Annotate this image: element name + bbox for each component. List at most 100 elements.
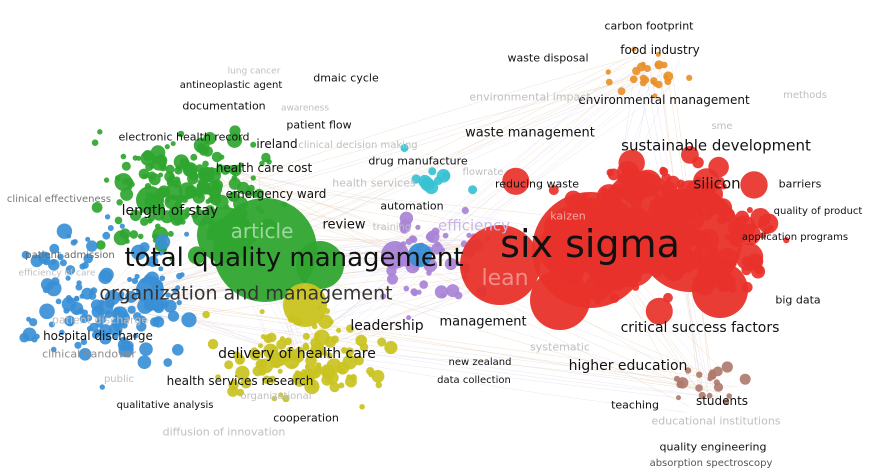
network-node-brown[interactable] <box>695 384 703 392</box>
network-node-yellow[interactable] <box>349 374 357 381</box>
network-node-green[interactable] <box>205 180 223 197</box>
network-node-blue[interactable] <box>42 258 50 266</box>
node-label-lean[interactable]: lean <box>481 266 529 291</box>
network-node-yellow[interactable] <box>368 372 374 378</box>
network-node-green[interactable] <box>140 217 149 226</box>
node-label-environmental-management[interactable]: environmental management <box>578 93 750 107</box>
network-node-blue[interactable] <box>134 273 140 280</box>
node-label-clinical-effectiveness[interactable]: clinical effectiveness <box>6 194 112 205</box>
network-node-yellow[interactable] <box>215 374 221 380</box>
network-node-brown[interactable] <box>721 361 733 373</box>
network-hub-node-blue[interactable] <box>136 276 164 304</box>
node-label-patient-discharge[interactable]: patient discharge <box>51 313 149 327</box>
network-node-orange[interactable] <box>641 76 650 84</box>
node-label-emergency-ward[interactable]: emergency ward <box>225 187 327 201</box>
network-node-blue[interactable] <box>155 234 171 250</box>
network-node-green[interactable] <box>199 167 215 183</box>
node-label-health-services[interactable]: health services <box>332 176 416 190</box>
network-node-yellow[interactable] <box>279 336 285 342</box>
network-node-green[interactable] <box>228 177 241 190</box>
node-label-reducing-waste[interactable]: reducing waste <box>494 177 580 191</box>
network-node-purple[interactable] <box>440 293 446 299</box>
network-node-red[interactable] <box>747 253 764 270</box>
network-node-blue[interactable] <box>49 243 60 254</box>
network-node-cyan[interactable] <box>420 177 435 192</box>
network-node-blue[interactable] <box>119 223 125 229</box>
network-node-yellow[interactable] <box>315 365 323 373</box>
network-node-blue[interactable] <box>159 275 166 282</box>
network-node-blue[interactable] <box>75 283 83 291</box>
network-hub-node-yellow[interactable] <box>283 283 327 327</box>
network-node-green[interactable] <box>167 230 174 237</box>
node-label-quality-of-product[interactable]: quality of product <box>773 206 863 217</box>
network-node-green[interactable] <box>174 166 183 175</box>
network-node-blue[interactable] <box>175 285 181 291</box>
network-node-orange[interactable] <box>640 61 646 67</box>
network-node-blue[interactable] <box>73 309 79 315</box>
network-node-yellow[interactable] <box>227 385 239 397</box>
network-node-yellow[interactable] <box>207 338 219 350</box>
network-node-blue[interactable] <box>79 314 89 324</box>
network-node-blue[interactable] <box>159 299 169 309</box>
node-label-students[interactable]: students <box>695 394 749 408</box>
network-node-yellow[interactable] <box>326 358 342 374</box>
network-node-red[interactable] <box>740 171 768 199</box>
network-node-blue[interactable] <box>39 303 55 320</box>
node-label-quality-engineering[interactable]: quality engineering <box>659 440 767 454</box>
network-node-blue[interactable] <box>81 287 94 300</box>
network-node-green[interactable] <box>173 154 189 170</box>
network-node-green[interactable] <box>177 130 185 138</box>
network-node-yellow[interactable] <box>304 363 311 370</box>
network-node-green[interactable] <box>247 184 255 192</box>
network-node-blue[interactable] <box>19 332 30 343</box>
network-node-cyan[interactable] <box>400 144 409 152</box>
network-node-green[interactable] <box>173 176 181 184</box>
network-node-yellow[interactable] <box>354 355 364 366</box>
node-label-electronic-health-record[interactable]: electronic health record <box>118 130 250 144</box>
network-node-blue[interactable] <box>147 256 159 267</box>
network-node-purple[interactable] <box>431 242 444 255</box>
network-node-green[interactable] <box>231 190 238 197</box>
network-node-yellow[interactable] <box>301 369 307 375</box>
network-node-yellow[interactable] <box>359 404 365 410</box>
network-node-green[interactable] <box>140 151 156 166</box>
network-node-yellow[interactable] <box>329 382 340 393</box>
network-node-green[interactable] <box>96 240 106 250</box>
network-node-purple[interactable] <box>419 280 429 289</box>
node-label-automation[interactable]: automation <box>380 199 444 213</box>
node-label-lung-cancer[interactable]: lung cancer <box>227 66 281 77</box>
network-node-green[interactable] <box>205 199 211 204</box>
network-node-blue[interactable] <box>172 344 184 356</box>
network-node-green[interactable] <box>168 174 175 181</box>
node-label-food-industry[interactable]: food industry <box>620 43 700 57</box>
network-node-red[interactable] <box>659 166 667 174</box>
network-node-yellow[interactable] <box>384 340 398 355</box>
network-node-brown[interactable] <box>676 395 681 401</box>
network-node-yellow[interactable] <box>235 365 250 381</box>
network-node-blue[interactable] <box>59 259 67 267</box>
network-node-blue[interactable] <box>81 309 89 316</box>
network-node-blue[interactable] <box>125 290 138 303</box>
node-label-antineoplastic-agent[interactable]: antineoplastic agent <box>179 80 283 91</box>
network-node-blue[interactable] <box>65 275 71 281</box>
node-label-data-collection[interactable]: data collection <box>437 375 511 386</box>
network-node-blue[interactable] <box>127 277 133 282</box>
network-node-brown[interactable] <box>712 366 723 377</box>
network-node-yellow[interactable] <box>315 343 325 352</box>
node-label-health-care-cost[interactable]: health care cost <box>215 161 313 175</box>
network-hub-node-red[interactable] <box>692 262 748 318</box>
network-node-blue[interactable] <box>114 326 120 332</box>
network-node-green[interactable] <box>168 206 183 221</box>
network-node-blue[interactable] <box>165 292 171 298</box>
network-node-green[interactable] <box>91 139 99 146</box>
network-node-green[interactable] <box>169 256 175 262</box>
network-node-yellow[interactable] <box>302 332 310 340</box>
network-node-yellow[interactable] <box>266 349 274 356</box>
network-node-red[interactable] <box>695 176 702 183</box>
network-node-green[interactable] <box>165 183 183 201</box>
node-label-six-sigma[interactable]: six sigma <box>500 222 680 266</box>
node-label-patient-flow[interactable]: patient flow <box>286 118 352 132</box>
node-label-application-programs[interactable]: application programs <box>741 232 849 243</box>
network-node-yellow[interactable] <box>346 324 355 333</box>
network-node-green[interactable] <box>195 205 201 211</box>
